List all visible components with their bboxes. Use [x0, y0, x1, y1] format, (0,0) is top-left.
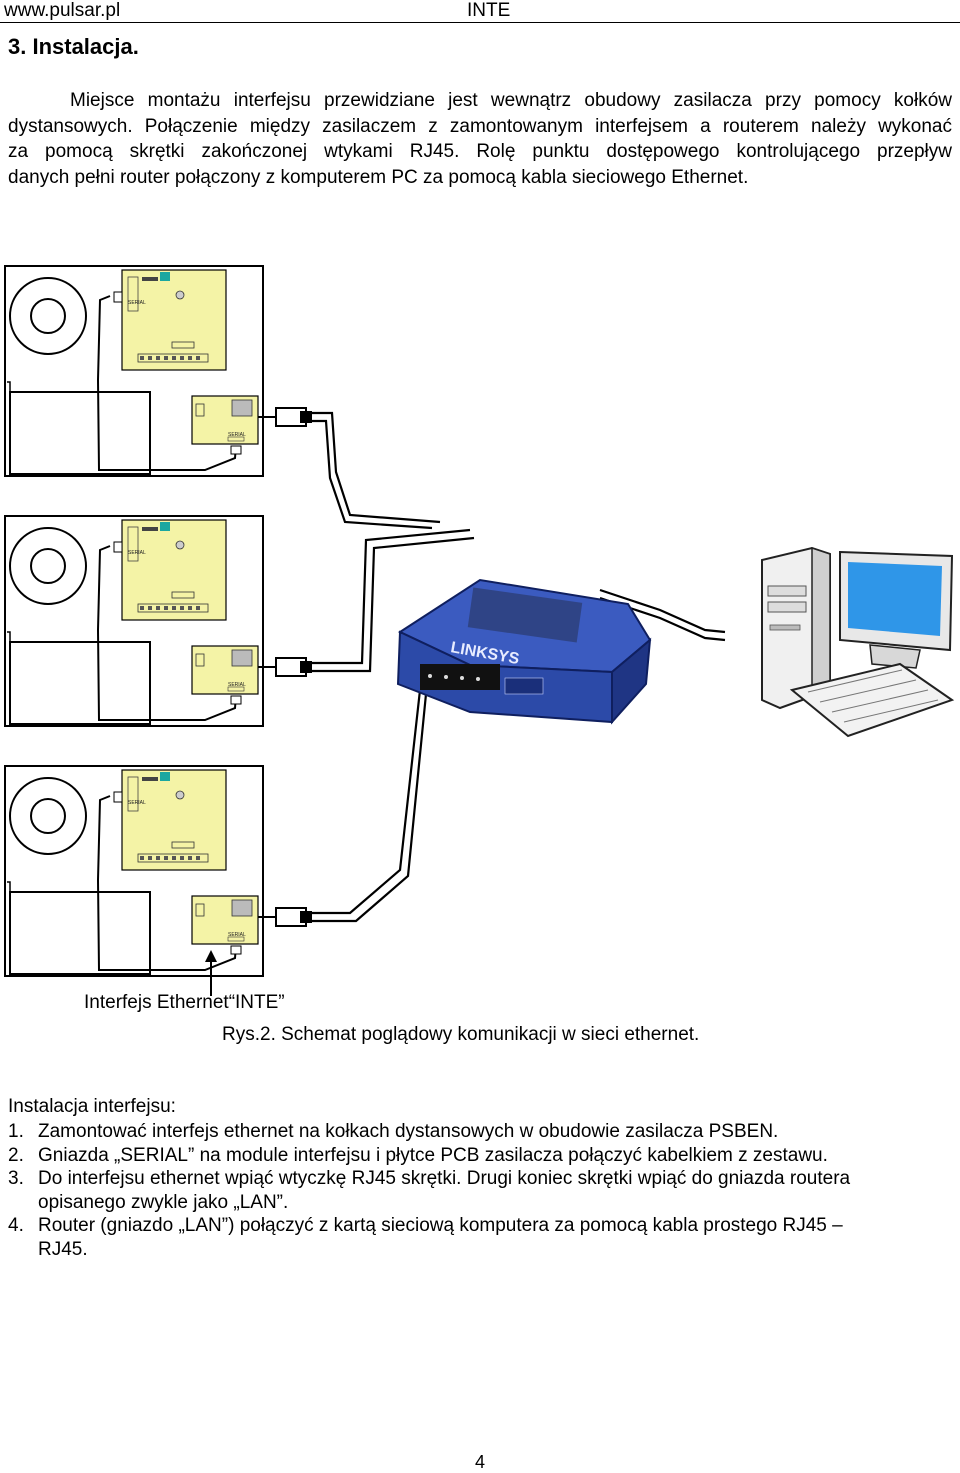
psu-unit-top — [4, 265, 313, 477]
intro-line: danych pełni router połączony z komputer… — [8, 166, 749, 188]
header-rule — [0, 22, 960, 23]
instructions-title: Instalacja interfejsu: — [8, 1096, 176, 1117]
interface-pointer-arrow — [205, 950, 217, 962]
instructions-list: 1. Zamontować interfejs ethernet na kołk… — [8, 1120, 938, 1261]
page-number: 4 — [474, 1452, 485, 1472]
step-number: 1. — [8, 1121, 24, 1142]
network-diagram: SERIAL SERIAL — [4, 265, 955, 1013]
step-text: opisanego zwykle jako „LAN”. — [38, 1191, 289, 1213]
step-item: 4. Router (gniazdo „LAN”) połączyć z kar… — [8, 1214, 938, 1261]
router: LINKSYS — [396, 578, 652, 725]
step-text: Zamontować interfejs ethernet na kołkach… — [38, 1121, 779, 1142]
intro-line: za pomocą skrętki zakończonej wtykami RJ… — [8, 141, 952, 162]
step-text: RJ45. — [38, 1238, 88, 1260]
header-website: www.pulsar.pl — [4, 0, 121, 21]
psu-unit-bottom — [4, 765, 313, 977]
step-item: 2. Gniazda „SERIAL” na module interfejsu… — [8, 1144, 938, 1168]
computer — [761, 546, 955, 738]
network-cables — [312, 411, 726, 923]
step-item: 3. Do interfejsu ethernet wpiąć wtyczkę … — [8, 1167, 938, 1214]
interface-label: Interfejs Ethernet“INTE” — [84, 992, 285, 1013]
step-text: Gniazda „SERIAL” na module interfejsu i … — [38, 1144, 828, 1166]
psu-unit-middle — [4, 515, 313, 727]
step-item: 1. Zamontować interfejs ethernet na kołk… — [8, 1120, 938, 1144]
step-number: 2. — [8, 1144, 24, 1166]
header-product: INTE — [467, 0, 511, 21]
section-title: 3. Instalacja. — [8, 34, 139, 59]
step-text: Do interfejsu ethernet wpiąć wtyczkę RJ4… — [38, 1168, 851, 1189]
step-text: Router (gniazdo „LAN”) połączyć z kartą … — [38, 1215, 843, 1236]
intro-line: dystansowych. Połączenie między zasilacz… — [8, 115, 952, 137]
intro-line: Miejsce montażu interfejsu przewidziane … — [70, 90, 952, 111]
figure-caption: Rys.2. Schemat poglądowy komunikacji w s… — [222, 1024, 700, 1045]
step-number: 3. — [8, 1168, 24, 1189]
intro-paragraph: Miejsce montażu interfejsu przewidziane … — [8, 88, 952, 190]
step-number: 4. — [8, 1215, 24, 1236]
